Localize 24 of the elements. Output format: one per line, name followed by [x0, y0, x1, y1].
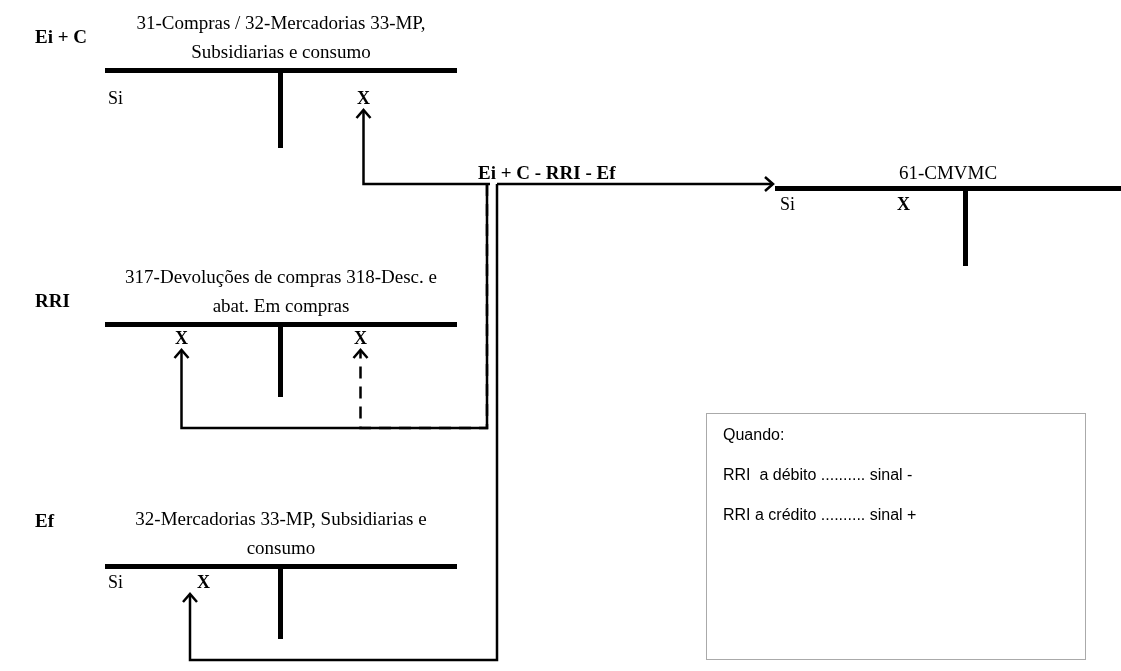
note-text: RRI a débito .......... sinal -: [723, 466, 914, 484]
note-text: RRI a crédito .......... sinal +: [723, 506, 918, 524]
account-entry: X: [897, 194, 910, 214]
account-entry: X: [354, 328, 367, 348]
account-entry: X: [175, 328, 188, 348]
arrow: [352, 184, 489, 430]
formula-label: Ei + C - RRI - Ef: [478, 162, 616, 184]
account-label: Ei + C: [35, 26, 87, 48]
arrow: [181, 184, 499, 662]
account-entry: X: [357, 88, 370, 108]
account-entry: X: [197, 572, 210, 592]
arrow: [497, 175, 775, 193]
account-title: 61-CMVMC: [897, 161, 999, 185]
note-box: [706, 413, 1086, 660]
account-title: 31-Compras / 32-Mercadorias 33-MP, Subsidiarias e consumo: [135, 11, 427, 64]
account-title: 317-Devoluções de compras 318-Desc. e abat. Em compras: [124, 265, 438, 318]
note-text: Quando:: [723, 426, 786, 444]
account-entry: Si: [108, 88, 123, 108]
account-entry: Si: [108, 572, 123, 592]
account-label: Ef: [35, 510, 54, 532]
account-title: 32-Mercadorias 33-MP, Subsidiarias e consumo: [134, 507, 428, 560]
arrow: [355, 108, 490, 186]
account-entry: Si: [780, 194, 795, 214]
account-label: RRI: [35, 290, 70, 312]
